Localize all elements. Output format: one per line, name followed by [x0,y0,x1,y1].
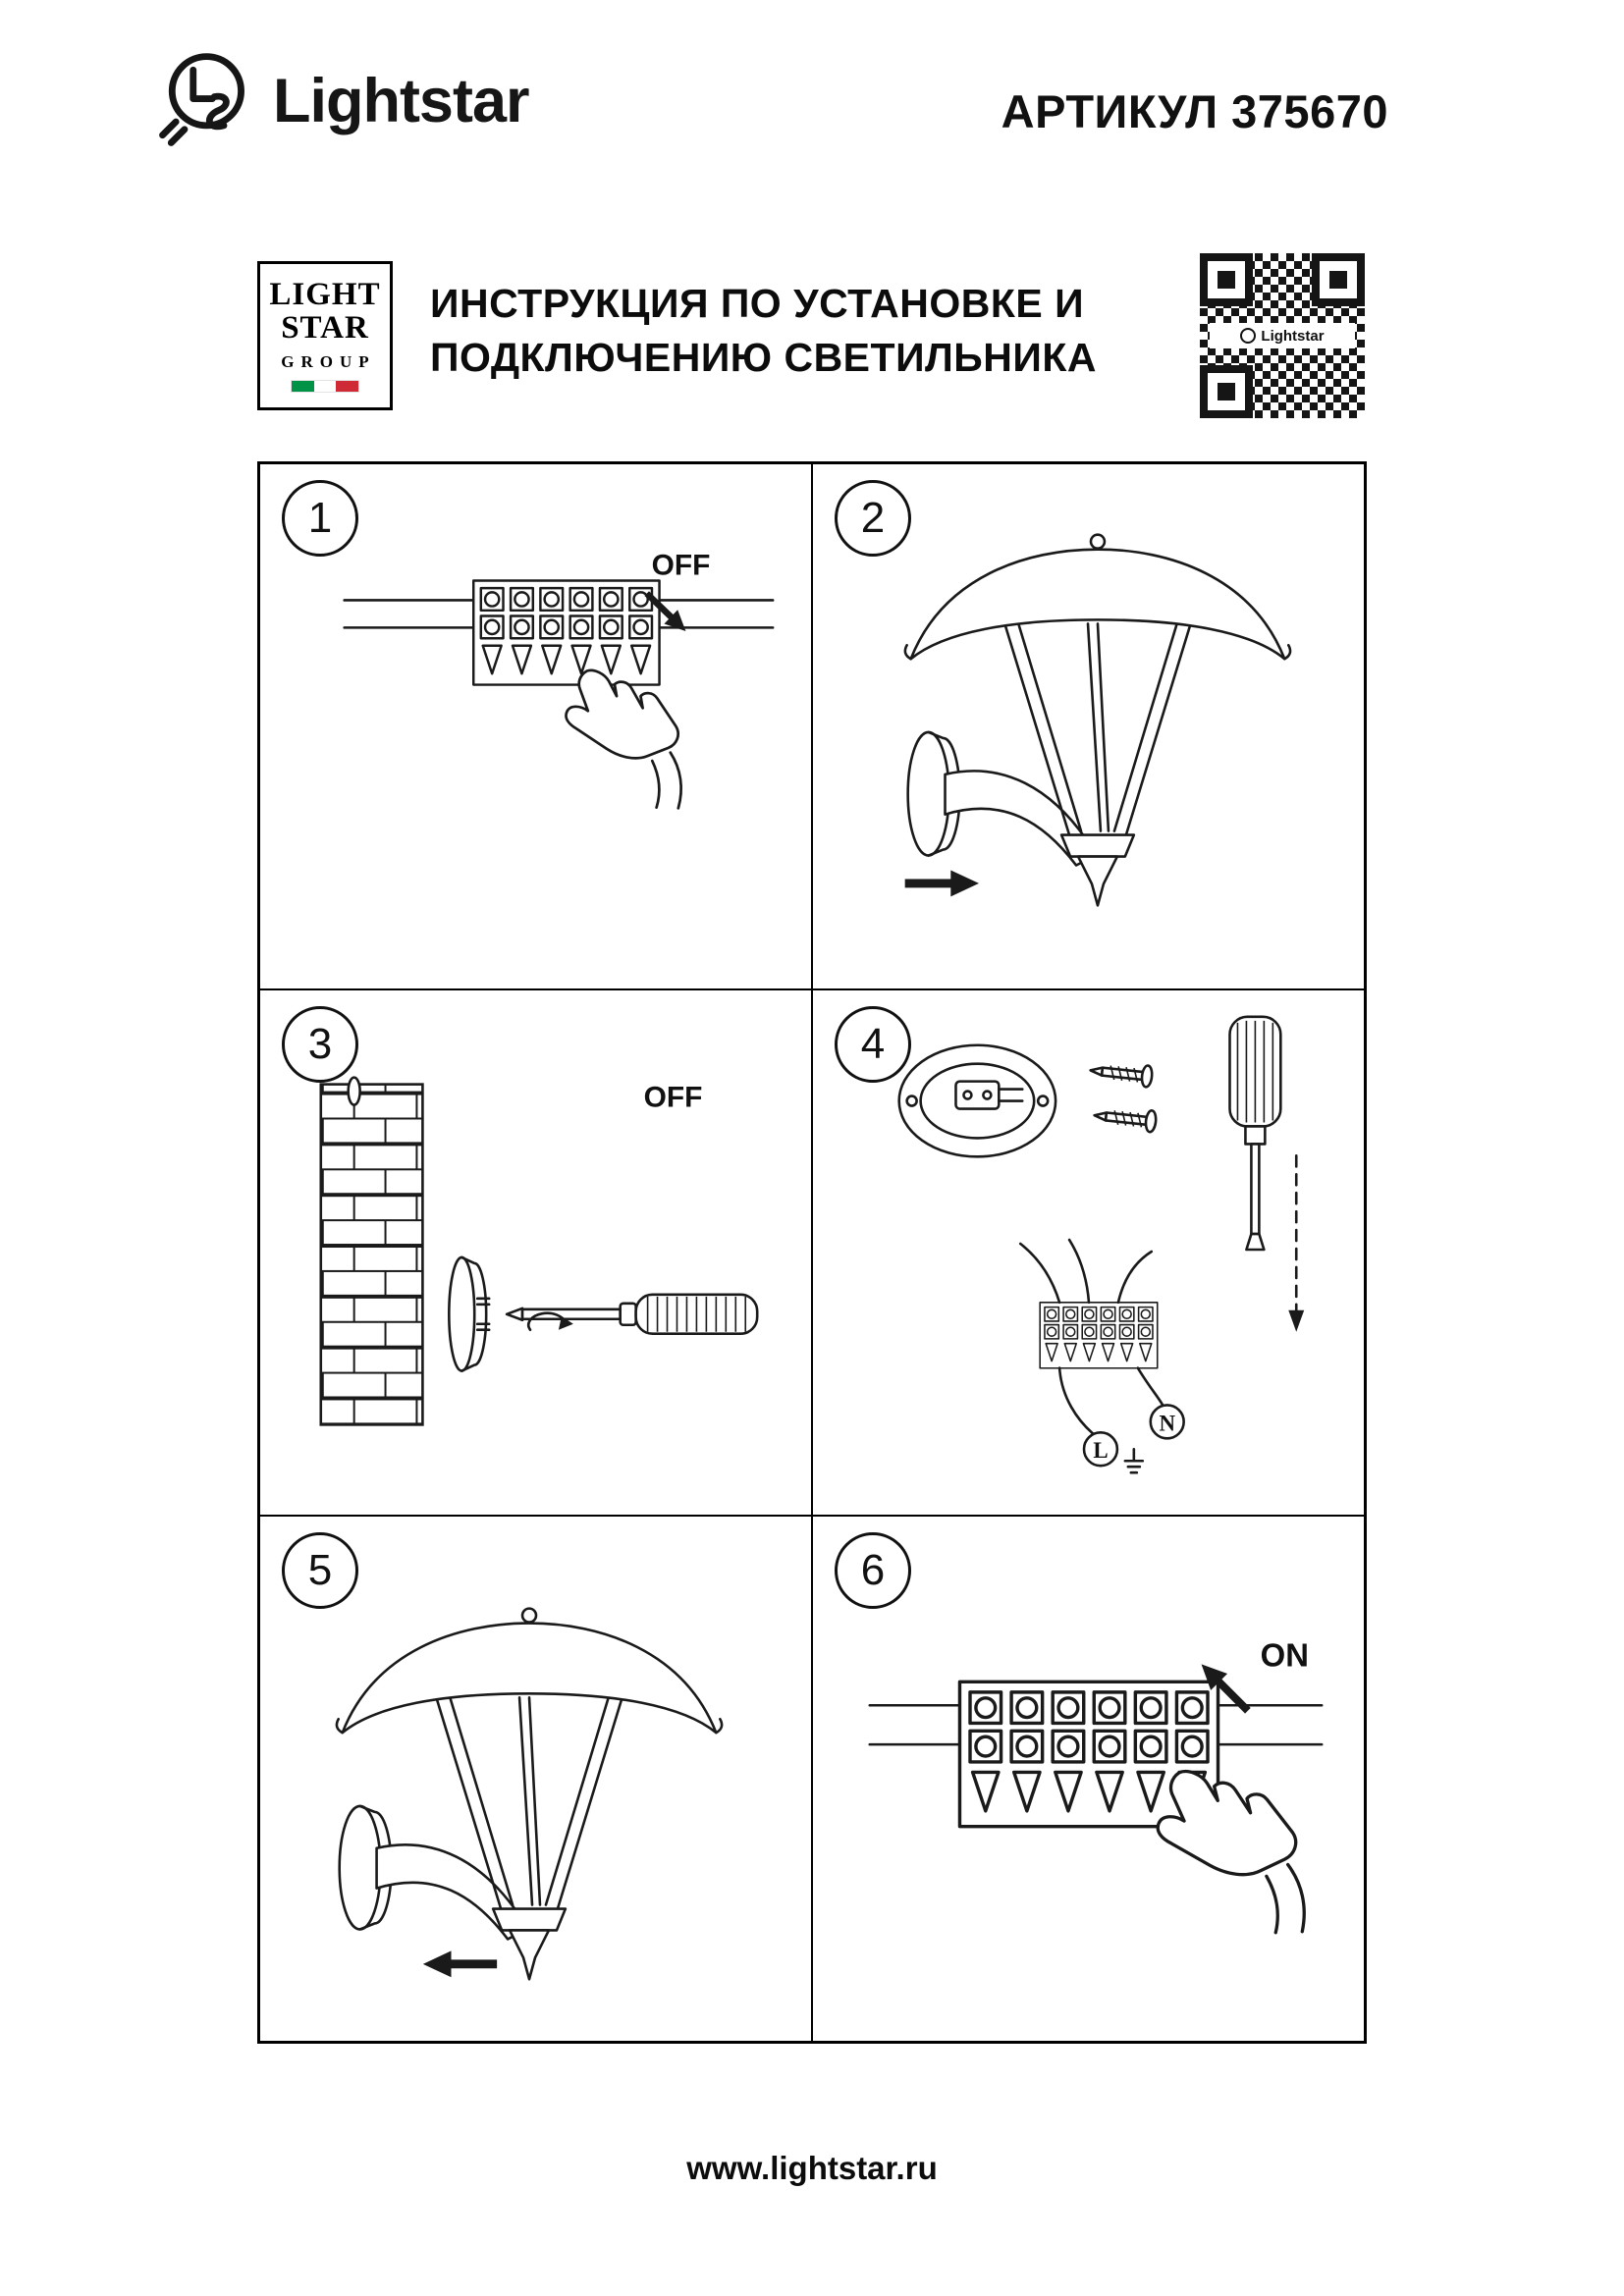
step-number: 1 [307,494,333,542]
group-logo-line3: GROUP [281,351,376,371]
step1-drawing: OFF [343,550,775,813]
step-panel-3: 3 [259,989,812,1516]
lightstar-group-logo: LIGHT STAR GROUP [257,261,393,410]
step-panel-1: 1 OFF [259,463,812,989]
brick-wall-drawing [319,1083,424,1426]
italy-flag-icon [291,379,359,393]
step-number-badge: 5 [282,1532,358,1609]
qr-bulb-icon [1240,328,1257,344]
wall-lantern-icon [903,533,1292,907]
on-label: ON [1261,1636,1309,1673]
step-number: 2 [860,494,886,542]
qr-finder-bottomleft-icon [1200,365,1253,418]
instruction-title-line2: ПОДКЛЮЧЕНИЮ СВЕТИЛЬНИКА [430,334,1097,380]
dashed-arrow-down-icon [1288,1154,1305,1332]
qr-caption: Lightstar [1210,323,1355,348]
step-number: 6 [860,1546,886,1594]
terminal-n-circle [1149,1404,1185,1440]
mounting-plate-drawing [897,1043,1057,1158]
hand-icon [551,666,701,813]
wires-up [1018,1238,1154,1305]
step-number: 5 [307,1546,333,1594]
step-number-badge: 4 [835,1006,911,1083]
brand-wordmark: Lightstar [273,67,530,135]
step-panel-5: 5 [259,1516,812,2042]
wires-down [1057,1366,1165,1435]
step6-drawing: ON [868,1636,1324,1938]
lightstar-bulb-icon [159,53,244,146]
off-label: OFF [652,550,711,582]
instruction-title: ИНСТРУКЦИЯ ПО УСТАНОВКЕ И ПОДКЛЮЧЕНИЮ СВ… [430,277,1097,385]
off-label: OFF [644,1082,703,1114]
mounting-plate-drawing [448,1255,491,1372]
arrow-right-icon [904,870,979,897]
step-panel-6: 6 ON [812,1516,1365,2042]
article-number: АРТИКУЛ 375670 [1001,85,1388,137]
qr-caption-text: Lightstar [1261,327,1325,345]
terminal-l-label: L [1093,1438,1108,1463]
brand-logo: Lightstar [143,41,530,161]
terminal-block-icon [1040,1303,1158,1368]
step-number-badge: 2 [835,480,911,557]
steps-grid: 1 OFF 2 [257,461,1367,2044]
footer-url: www.lightstar.ru [686,2150,938,2186]
step-number: 3 [307,1020,333,1068]
ground-symbol-icon [1123,1447,1145,1474]
screw-icon [1089,1064,1154,1089]
step3-drawing: OFF [319,1076,759,1426]
terminal-block-icon [473,581,659,685]
arrow-left-icon [422,1950,498,1978]
step-number-badge: 1 [282,480,358,557]
terminal-n-label: N [1159,1411,1175,1435]
screwdriver-icon [1228,1015,1282,1252]
step-number-badge: 6 [835,1532,911,1609]
step4-drawing: L N [897,1015,1305,1474]
rotation-arrow-icon [527,1311,573,1332]
drill-hole-icon [347,1076,361,1106]
screwdriver-icon [505,1293,759,1336]
qr-finder-topright-icon [1312,253,1365,306]
qr-code: Lightstar [1200,253,1365,418]
screw-icon [1093,1109,1158,1134]
terminal-l-circle [1082,1431,1119,1468]
group-logo-line1: LIGHT [269,277,381,312]
step-panel-2: 2 [812,463,1365,989]
wall-lantern-icon [335,1607,724,1981]
hand-icon [1146,1767,1321,1938]
step-number-badge: 3 [282,1006,358,1083]
group-logo-line2: STAR [281,310,369,347]
step-number: 4 [860,1020,886,1068]
qr-finder-topleft-icon [1200,253,1253,306]
step-panel-4: 4 [812,989,1365,1516]
instruction-title-line1: ИНСТРУКЦИЯ ПО УСТАНОВКЕ И [430,281,1085,326]
